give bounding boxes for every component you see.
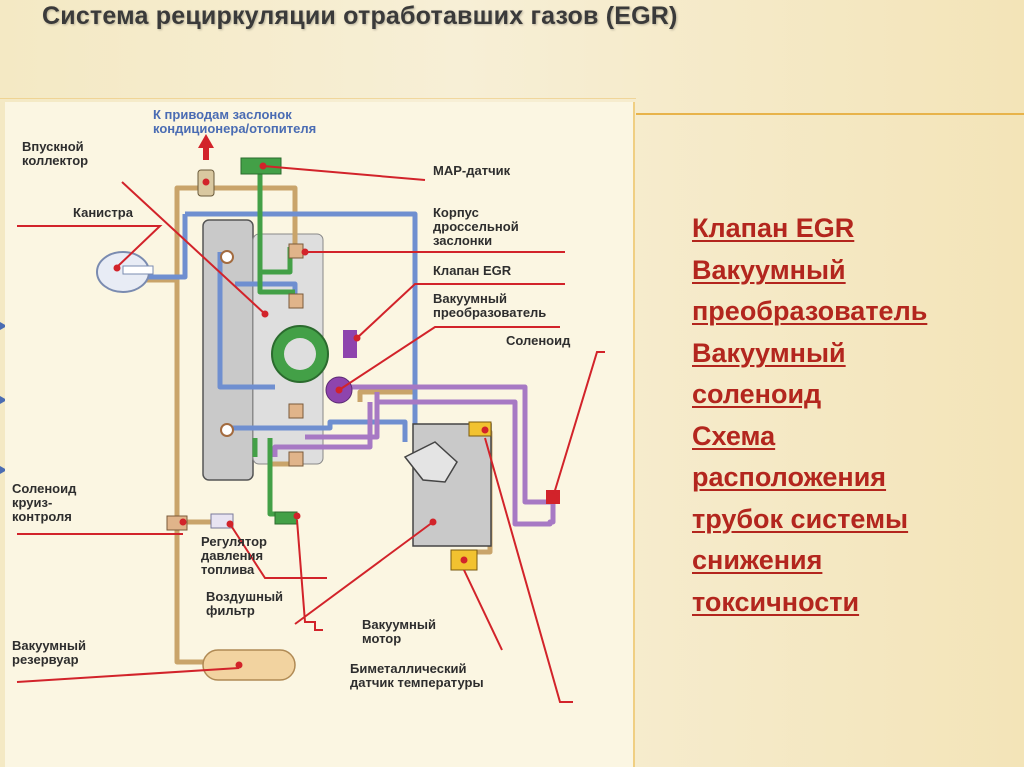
egr-diagram: К приводам заслонок кондиционера/отопите… [5,102,635,767]
label-vacuum-motor: Вакуумный мотор [362,617,436,646]
label-vacuum-reservoir: Вакуумный резервуар [12,638,86,667]
topic-item[interactable]: преобразователь [692,296,928,326]
arrow-up-icon [198,134,214,160]
topic-item[interactable]: расположения [692,462,887,492]
label-vacuum-converter: Вакуумный преобразователь [433,291,547,320]
label-throttle-body: Корпус дроссельной заслонки [433,205,519,248]
topic-item[interactable]: соленоид [692,379,822,409]
fitting [288,293,304,309]
topic-item[interactable]: Вакуумный [692,254,846,285]
label-cruise-solenoid: Соленоид круиз- контроля [12,481,77,524]
fitting [288,451,304,467]
fitting [288,403,304,419]
topics-list: Клапан EGR Вакуумный преобразователь Вак… [692,208,927,623]
bullet-marker [0,396,7,404]
label-egr-valve: Клапан EGR [433,263,512,278]
air-filter-housing [412,423,492,547]
fitting [288,243,304,259]
topic-item[interactable]: Клапан EGR [692,213,855,243]
topic-item[interactable]: токсичности [692,586,860,617]
decorative-stripe [0,98,636,99]
topic-item[interactable]: Схема [692,420,776,451]
label-air-filter: Воздушный фильтр [206,589,284,618]
topic-item[interactable]: снижения [692,545,823,575]
topic-item[interactable]: трубок системы [692,503,909,534]
label-bimetal-sensor: Биметаллический датчик температуры [350,661,484,690]
label-solenoid: Соленоид [506,333,571,348]
label-map-sensor: MAP-датчик [433,163,511,178]
slide-title: Система рециркуляции отработавших газов … [42,2,678,30]
bullet-marker [0,466,7,474]
label-hvac: К приводам заслонок кондиционера/отопите… [153,107,317,136]
label-fuel-pressure-regulator: Регулятор давления топлива [201,534,267,577]
topic-item[interactable]: Вакуумный [692,337,846,368]
vacuum-reservoir [202,649,296,681]
decorative-stripe [636,113,1024,115]
bullet-marker [0,322,7,330]
label-intake-manifold: Впускной коллектор [22,139,89,168]
label-canister: Канистра [73,205,133,220]
